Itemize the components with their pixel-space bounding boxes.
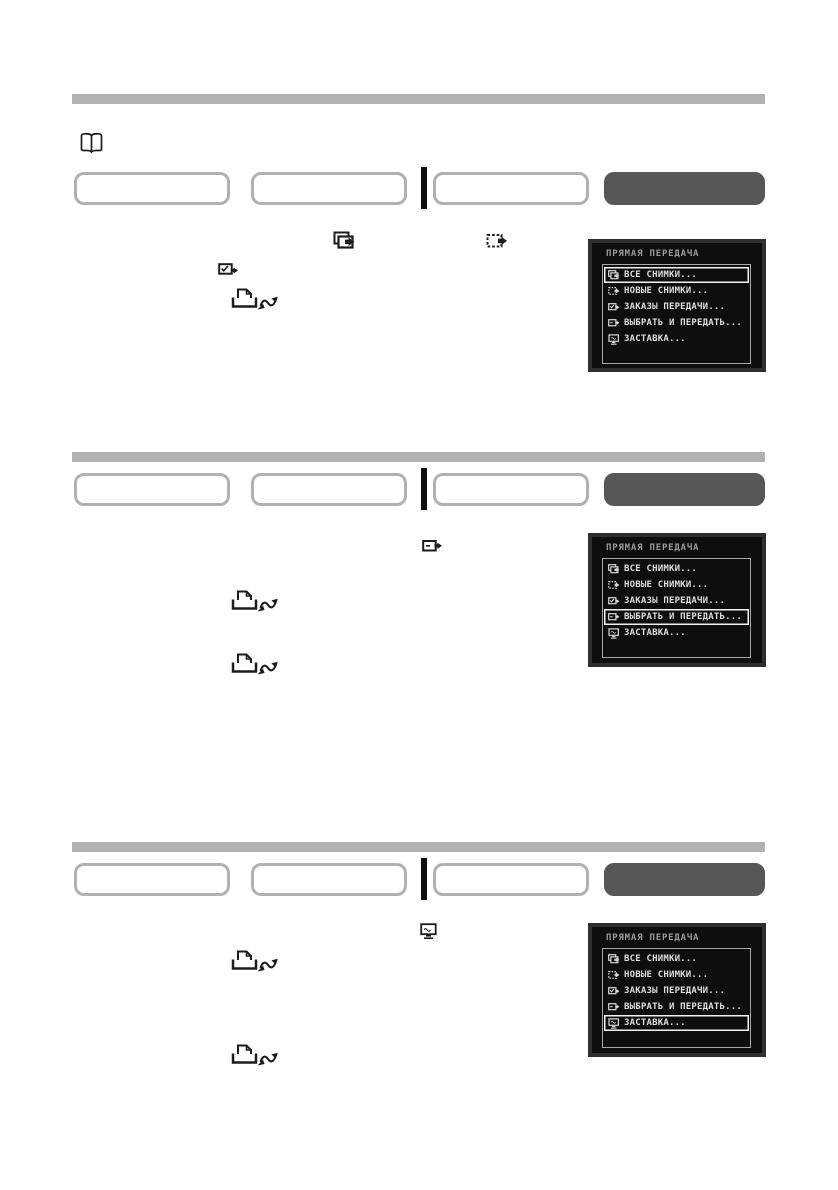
menu-item-label: ЗАСТАВКА...	[624, 628, 686, 638]
camera-menu-item: ЗАСТАВКА...	[604, 1015, 749, 1031]
transfer-orders-icon	[608, 986, 620, 994]
transfer-orders-icon	[218, 262, 239, 282]
mode-box-2	[251, 172, 407, 205]
camera-menu-item: ЗАСТАВКА...	[604, 331, 749, 347]
camera-screen-2: ПРЯМАЯ ПЕРЕДАЧА ВСЕ СНИМКИ... НОВЫЕ СНИМ…	[588, 533, 766, 667]
menu-item-icon	[608, 302, 620, 313]
menu-item-icon	[608, 333, 620, 345]
menu-item-icon	[608, 286, 620, 297]
menu-item-icon	[608, 970, 620, 981]
camera-menu-item: ЗАКАЗЫ ПЕРЕДАЧИ...	[604, 299, 749, 315]
menu-item-icon	[608, 596, 620, 607]
camera-menu-item: ЗАКАЗЫ ПЕРЕДАЧИ...	[604, 593, 749, 609]
menu-item-label: ВСЕ СНИМКИ...	[624, 954, 698, 964]
camera-screen-1: ПРЯМАЯ ПЕРЕДАЧА ВСЕ СНИМКИ... НОВЫЕ СНИМ…	[588, 239, 766, 372]
camera-menu-item: ЗАКАЗЫ ПЕРЕДАЧИ...	[604, 983, 749, 999]
menu-item-label: ЗАКАЗЫ ПЕРЕДАЧИ...	[624, 302, 726, 312]
camera-menu-item: ВСЕ СНИМКИ...	[604, 951, 749, 967]
menu-item-label: ВЫБРАТЬ И ПЕРЕДАТЬ...	[624, 612, 742, 622]
book-icon	[79, 131, 104, 159]
camera-menu-item: ВЫБРАТЬ И ПЕРЕДАТЬ...	[604, 609, 749, 625]
menu-item-icon	[608, 627, 620, 639]
transfer-orders-icon	[608, 596, 620, 604]
print-share-icon	[226, 287, 278, 318]
mode-box-1	[74, 863, 230, 896]
menu-item-label: НОВЫЕ СНИМКИ...	[624, 580, 709, 590]
section-rule	[72, 94, 765, 104]
mode-box-2	[251, 863, 407, 896]
new-images-icon	[608, 286, 620, 295]
all-images-icon	[608, 269, 620, 279]
new-images-icon	[608, 970, 620, 979]
menu-item-label: ЗАКАЗЫ ПЕРЕДАЧИ...	[624, 986, 726, 996]
camera-menu-item: НОВЫЕ СНИМКИ...	[604, 967, 749, 983]
select-and-transfer-icon	[608, 1002, 620, 1010]
menu-item-icon	[608, 986, 620, 997]
mode-divider	[421, 858, 427, 900]
menu-item-icon	[608, 612, 620, 623]
mode-divider	[421, 167, 427, 209]
select-and-transfer-icon	[422, 539, 443, 558]
menu-item-icon	[608, 318, 620, 329]
menu-item-icon	[608, 563, 620, 575]
select-and-transfer-icon	[608, 612, 620, 620]
select-and-transfer-icon	[608, 318, 620, 326]
camera-screen-3: ПРЯМАЯ ПЕРЕДАЧА ВСЕ СНИМКИ... НОВЫЕ СНИМ…	[588, 923, 766, 1057]
menu-item-icon	[608, 953, 620, 965]
menu-item-label: НОВЫЕ СНИМКИ...	[624, 286, 709, 296]
section-rule	[72, 842, 765, 852]
camera-menu-item: ВЫБРАТЬ И ПЕРЕДАТЬ...	[604, 315, 749, 331]
mode-box-active	[604, 473, 765, 506]
menu-item-label: НОВЫЕ СНИМКИ...	[624, 970, 709, 980]
mode-box-1	[74, 172, 230, 205]
camera-menu-list: ВСЕ СНИМКИ... НОВЫЕ СНИМКИ... ЗАКАЗЫ ПЕР…	[602, 264, 751, 364]
menu-item-label: ВСЕ СНИМКИ...	[624, 270, 698, 280]
camera-menu-list: ВСЕ СНИМКИ... НОВЫЕ СНИМКИ... ЗАКАЗЫ ПЕР…	[602, 948, 751, 1048]
mode-box-3	[433, 863, 589, 896]
mode-box-active	[604, 172, 765, 205]
menu-item-icon	[608, 1017, 620, 1029]
wallpaper-icon	[608, 333, 619, 345]
menu-item-icon	[608, 269, 620, 281]
camera-menu-list: ВСЕ СНИМКИ... НОВЫЕ СНИМКИ... ЗАКАЗЫ ПЕР…	[602, 558, 751, 658]
new-images-icon	[486, 233, 508, 254]
all-images-icon	[608, 953, 620, 963]
transfer-orders-icon	[608, 302, 620, 310]
print-share-icon	[226, 652, 278, 683]
wallpaper-icon	[608, 1017, 619, 1029]
menu-item-label: ЗАКАЗЫ ПЕРЕДАЧИ...	[624, 596, 726, 606]
wallpaper-icon	[608, 627, 619, 639]
camera-menu-item: ВСЕ СНИМКИ...	[604, 267, 749, 283]
menu-item-icon	[608, 580, 620, 591]
menu-item-label: ВЫБРАТЬ И ПЕРЕДАТЬ...	[624, 318, 742, 328]
all-images-icon	[333, 231, 356, 253]
camera-menu-title: ПРЯМАЯ ПЕРЕДАЧА	[606, 933, 700, 943]
mode-divider	[421, 468, 427, 510]
mode-box-3	[433, 172, 589, 205]
mode-box-2	[251, 473, 407, 506]
mode-box-3	[433, 473, 589, 506]
print-share-icon	[226, 1043, 278, 1074]
camera-menu-title: ПРЯМАЯ ПЕРЕДАЧА	[606, 249, 700, 259]
section-rule	[72, 452, 765, 462]
camera-menu-item: ВСЕ СНИМКИ...	[604, 561, 749, 577]
camera-menu-title: ПРЯМАЯ ПЕРЕДАЧА	[606, 543, 700, 553]
all-images-icon	[608, 563, 620, 573]
print-share-icon	[226, 589, 278, 620]
menu-item-label: ЗАСТАВКА...	[624, 1018, 686, 1028]
menu-item-icon	[608, 1002, 620, 1013]
menu-item-label: ВЫБРАТЬ И ПЕРЕДАТЬ...	[624, 1002, 742, 1012]
camera-menu-item: ЗАСТАВКА...	[604, 625, 749, 641]
menu-item-label: ЗАСТАВКА...	[624, 334, 686, 344]
wallpaper-icon	[420, 923, 438, 944]
mode-box-active	[604, 863, 765, 896]
menu-item-label: ВСЕ СНИМКИ...	[624, 564, 698, 574]
print-share-icon	[226, 949, 278, 980]
mode-box-1	[74, 473, 230, 506]
new-images-icon	[608, 580, 620, 589]
camera-menu-item: НОВЫЕ СНИМКИ...	[604, 577, 749, 593]
camera-menu-item: НОВЫЕ СНИМКИ...	[604, 283, 749, 299]
camera-menu-item: ВЫБРАТЬ И ПЕРЕДАТЬ...	[604, 999, 749, 1015]
